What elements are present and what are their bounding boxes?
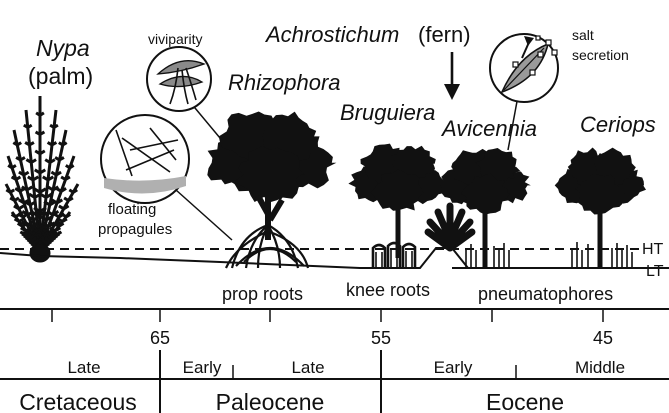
nypa-palm-illustration xyxy=(6,96,78,262)
achrostichum-fern xyxy=(428,206,472,248)
subdivision-middle-eocene: Middle xyxy=(575,358,625,377)
secretion-label: secretion xyxy=(572,47,629,63)
ceriops-label: Ceriops xyxy=(580,112,656,137)
ground-line xyxy=(0,248,669,268)
achrostichum-label: Achrostichum xyxy=(264,22,399,47)
palm-base xyxy=(30,244,50,262)
subdivision-late-cretaceous: Late xyxy=(67,358,100,377)
propagules-label: propagules xyxy=(98,221,172,238)
rhizophora-tree xyxy=(207,112,336,269)
subdivision-early-eocene: Early xyxy=(434,358,473,377)
floating-label: floating xyxy=(108,201,156,218)
salt-label: salt xyxy=(572,27,594,43)
pneumatophores-label: pneumatophores xyxy=(478,284,613,304)
epoch-paleocene: Paleocene xyxy=(216,389,325,413)
fern-pointer-arrow xyxy=(444,52,460,100)
age-65-label: 65 xyxy=(150,328,170,348)
nypa-label: Nypa xyxy=(36,35,90,61)
high-tide-label: HT xyxy=(642,241,664,258)
knee-roots-label: knee roots xyxy=(346,280,430,300)
age-55-label: 55 xyxy=(371,328,391,348)
epoch-cretaceous: Cretaceous xyxy=(19,389,137,413)
prop-roots-label: prop roots xyxy=(222,284,303,304)
rhizophora-label: Rhizophora xyxy=(228,70,341,95)
subdivision-early-paleocene: Early xyxy=(183,358,222,377)
subdivision-late-paleocene: Late xyxy=(291,358,324,377)
knee-roots-drawing xyxy=(373,243,415,268)
achrostichum-common-label: (fern) xyxy=(418,22,471,47)
epoch-eocene: Eocene xyxy=(486,389,564,413)
nypa-common-label: (palm) xyxy=(28,63,93,89)
bruguiera-label: Bruguiera xyxy=(340,100,435,125)
vivipary-label: viviparity xyxy=(148,31,202,47)
avicennia-label: Avicennia xyxy=(440,116,537,141)
age-45-label: 45 xyxy=(593,328,613,348)
low-tide-label: LT xyxy=(646,263,664,280)
